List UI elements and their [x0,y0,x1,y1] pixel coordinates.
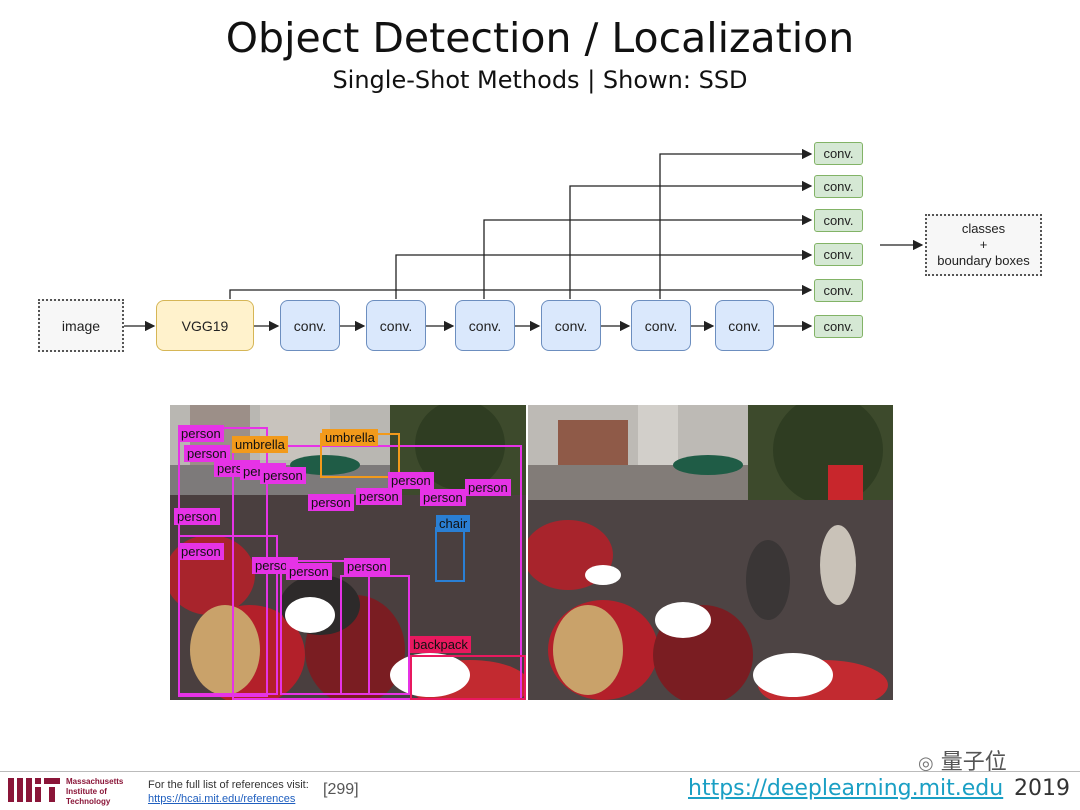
conv-node: conv. [366,300,426,351]
reference-number: [299] [323,781,359,798]
crowd-scene-right [528,405,893,700]
detection-box-chair [435,527,465,582]
output-conv-label: conv. [823,146,854,161]
detection-label: person [388,472,434,489]
conv-node: conv. [541,300,601,351]
arrow-vgg-to-out5 [229,284,813,299]
input-image-label: image [61,317,101,334]
mit-name-line: Technology [66,797,111,806]
detection-label: umbrella [232,436,288,453]
conv-label: conv. [293,317,327,334]
conv-label: conv. [554,317,588,334]
mit-name-line: Institute of [66,787,107,796]
conv-label: conv. [379,317,413,334]
result-line-boxes: boundary boxes [937,253,1030,268]
footer-divider [0,771,1080,772]
detection-label: person [344,558,390,575]
output-conv-node: conv. [814,279,863,302]
conv-node: conv. [280,300,340,351]
arrow-conv5-to-out1 [659,148,813,299]
ssd-diagram-connectors [124,148,924,332]
references-prefix: For the full list of references visit: [148,779,309,791]
conv-label: conv. [644,317,678,334]
watermark-label: 量子位 [940,750,1007,775]
slide-title: Object Detection / Localization [225,14,855,62]
output-conv-label: conv. [823,247,854,262]
detection-photo: person umbrella umbrella person person p… [170,405,893,700]
output-conv-node: conv. [814,142,863,165]
result-line-plus: + [979,237,988,252]
detection-label: person [260,467,306,484]
output-conv-label: conv. [823,319,854,334]
arrow-conv2-to-out4 [395,249,813,299]
references-link[interactable]: https://hcai.mit.edu/references [148,793,296,805]
watermark-text: ◎ 量子位 [918,744,1007,776]
input-image-node: image [38,299,124,352]
detection-label: chair [436,515,471,532]
conv-node: conv. [715,300,774,351]
output-conv-node: conv. [814,243,863,266]
course-site-link[interactable]: https://deeplearning.mit.edu [688,776,1004,801]
detection-box-person [232,445,522,700]
conv-node: conv. [631,300,691,351]
raw-photo-panel [528,405,893,700]
detection-label: person [308,494,354,511]
mit-logo-icon [8,778,60,802]
output-conv-label: conv. [823,179,854,194]
detection-box-backpack [410,655,526,700]
flow-arrows [124,148,924,332]
detection-label: umbrella [322,429,378,446]
output-conv-node: conv. [814,209,863,232]
conv-node: conv. [455,300,515,351]
result-line-classes: classes [961,221,1006,236]
mit-name-line: Massachusetts [66,777,124,786]
detection-label: person [184,445,230,462]
result-node: classes + boundary boxes [925,214,1042,276]
conv-label: conv. [468,317,502,334]
detection-box-person [280,560,370,695]
detection-box-person [340,575,410,695]
detection-label: person [174,508,220,525]
detection-label: person [420,489,466,506]
output-conv-node: conv. [814,175,863,198]
slide-subtitle: Single-Shot Methods | Shown: SSD [332,66,748,94]
detection-box-person [178,535,278,695]
wechat-icon: ◎ [918,753,934,774]
detection-label: person [178,425,224,442]
year-label: 2019 [1014,776,1070,801]
conv-label: conv. [728,317,761,334]
output-conv-label: conv. [823,283,854,298]
output-conv-node: conv. [814,315,863,338]
detection-label: person [356,488,402,505]
annotated-photo-panel: person umbrella umbrella person person p… [170,405,526,700]
vgg19-label: VGG19 [181,317,229,334]
detection-label: person [286,563,332,580]
output-conv-label: conv. [823,213,854,228]
mit-name: Massachusetts Institute of Technology [66,777,123,807]
detection-label: person [178,543,224,560]
vgg19-node: VGG19 [156,300,254,351]
arrow-conv3-to-out3 [483,214,813,299]
detection-label: person [465,479,511,496]
detection-label: backpack [410,636,471,653]
arrow-conv4-to-out2 [569,180,813,299]
references-note: For the full list of references visit: h… [148,778,309,806]
